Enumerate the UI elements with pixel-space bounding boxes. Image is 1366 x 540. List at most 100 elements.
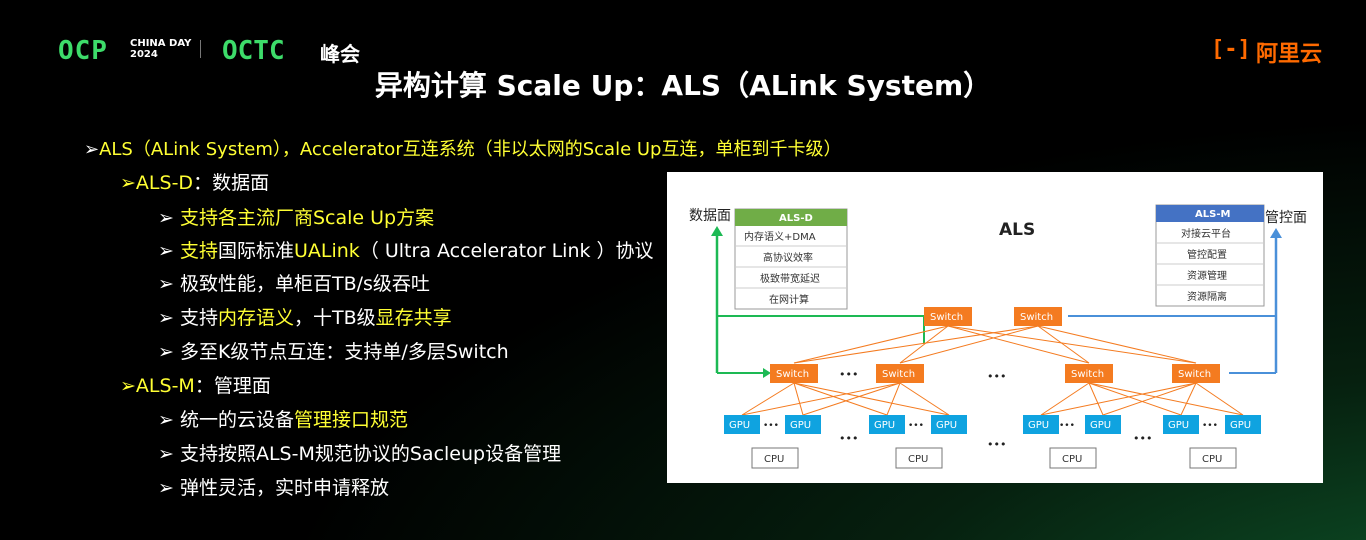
bullet-d2-b: 国际标准 [217, 240, 294, 262]
switch-label: Switch [1071, 369, 1104, 380]
als-d-row: 极致带宽延迟 [760, 272, 820, 285]
switch-label: Switch [1178, 369, 1211, 380]
cpu-label: CPU [764, 454, 784, 465]
bullet-m1-b: 管理接口规范 [293, 409, 408, 431]
arrow-head-icon [763, 368, 771, 378]
arrow-icon: ➢ [158, 409, 180, 431]
control-plane-label: 管控面 [1265, 210, 1307, 226]
bullet-als-m: ➢ALS-M：管理面 [120, 371, 271, 398]
bullet-d1: ➢ 支持各主流厂商Scale Up方案 [158, 203, 434, 230]
switch-label: Switch [776, 369, 809, 380]
octc-logo: OCTC [222, 36, 285, 66]
gpu-node [785, 415, 821, 434]
switch-label: Switch [882, 369, 915, 380]
arrow-icon: ➢ [84, 139, 100, 160]
arrow-icon: ➢ [120, 172, 136, 194]
aliyun-logo-icon: [-] [1211, 37, 1251, 62]
switch-node [924, 307, 972, 326]
gpu-node [1085, 415, 1121, 434]
cpu-label: CPU [1202, 454, 1222, 465]
gpu-node [931, 415, 967, 434]
als-m-label: ALS-M [135, 375, 195, 397]
ellipsis: ••• [1059, 421, 1075, 431]
ellipsis: ••• [839, 368, 858, 381]
ellipsis: ••• [763, 421, 779, 431]
gpu-node [1163, 415, 1199, 434]
bullet-d2: ➢ 支持国际标准UALink（ Ultra Accelerator Link ）… [158, 236, 654, 263]
als-m-row: 资源隔离 [1187, 290, 1227, 303]
bullet-als: ➢ALS（ALink System），Accelerator互连系统（非以太网的… [84, 135, 841, 161]
gpu-label: GPU [1028, 420, 1049, 431]
als-m-row: 对接云平台 [1181, 227, 1231, 240]
switch-label: Switch [1020, 312, 1053, 323]
als-d-desc: ：数据面 [193, 172, 270, 194]
bullet-d2-c: UALink [294, 240, 360, 262]
bullet-d3-text: 极致性能，单柜百TB/s级吞吐 [179, 273, 430, 295]
switch-node [770, 364, 818, 383]
cpu-node [1049, 447, 1097, 469]
arrow-head-icon [711, 226, 723, 236]
arrow-icon: ➢ [158, 443, 180, 465]
cpu-label: CPU [908, 454, 928, 465]
gpu-label: GPU [729, 420, 750, 431]
bullet-d4-b: 内存语义 [217, 307, 294, 329]
gpu-label: GPU [936, 420, 957, 431]
als-m-header [1156, 205, 1264, 222]
bullet-d4: ➢ 支持内存语义，十TB级显存共享 [158, 303, 452, 330]
bullet-d2-d: （ Ultra Accelerator Link ）协议 [359, 240, 654, 262]
ellipsis: ••• [987, 370, 1006, 383]
ocp-logo: OCP [58, 36, 108, 66]
cpu-node [751, 447, 799, 469]
als-d-row: 在网计算 [769, 293, 809, 306]
switch-label: Switch [930, 312, 963, 323]
switch-node [1065, 364, 1113, 383]
arrow-head-icon [1270, 228, 1282, 238]
arrow-icon: ➢ [158, 207, 180, 229]
als-d-header [735, 209, 847, 226]
bullet-m3-text: 弹性灵活，实时申请释放 [179, 477, 389, 499]
bullet-d5: ➢ 多至K级节点互连：支持单/多层Switch [158, 337, 509, 364]
bullet-d4-c: ，十TB级 [294, 307, 376, 329]
arrow-icon: ➢ [158, 477, 180, 499]
arrow-icon: ➢ [158, 341, 180, 363]
als-m-header-text: ALS-M [1195, 209, 1230, 220]
als-d-row: 高协议效率 [763, 251, 813, 264]
logo-divider [200, 40, 201, 58]
bullet-m2: ➢ 支持按照ALS-M规范协议的Sacleup设备管理 [158, 439, 561, 466]
als-m-row: 资源管理 [1187, 269, 1227, 282]
data-plane-label: 数据面 [689, 208, 731, 224]
als-diagram: 数据面 管控面 ALS ALS-D 内存语义+DMA 高协议效率 极致带宽延迟 … [667, 172, 1323, 483]
arrow-icon: ➢ [120, 375, 136, 397]
arrow-icon: ➢ [158, 273, 180, 295]
bullet-d5-text: 多至K级节点互连：支持单/多层Switch [179, 341, 509, 363]
bullet-d3: ➢ 极致性能，单柜百TB/s级吞吐 [158, 269, 430, 296]
switch-mesh [741, 325, 1244, 416]
bullet-m1-a: 统一的云设备 [179, 409, 294, 431]
data-plane-link [717, 315, 925, 344]
bullet-als-text: ALS（ALink System），Accelerator互连系统（非以太网的S… [99, 139, 842, 160]
cpu-label: CPU [1062, 454, 1082, 465]
arrow-icon: ➢ [158, 240, 180, 262]
als-d-label: ALS-D [135, 172, 194, 194]
gpu-label: GPU [790, 420, 811, 431]
china-day-text: CHINA DAY [130, 38, 192, 49]
diagram-title: ALS [999, 220, 1035, 240]
arrow-icon: ➢ [158, 307, 180, 329]
aliyun-logo-text: 阿里云 [1256, 42, 1323, 67]
bullet-m3: ➢ 弹性灵活，实时申请释放 [158, 473, 389, 500]
gpu-label: GPU [874, 420, 895, 431]
als-d-row: 内存语义+DMA [744, 230, 816, 243]
ellipsis: ••• [1133, 432, 1152, 445]
bullet-d4-a: 支持 [179, 307, 218, 329]
bullet-m1: ➢ 统一的云设备管理接口规范 [158, 405, 408, 432]
bullet-m2-text: 支持按照ALS-M规范协议的Sacleup设备管理 [179, 443, 562, 465]
switch-node [1172, 364, 1220, 383]
slide-title: 异构计算 Scale Up：ALS（ALink System） [374, 69, 992, 102]
als-d-header-text: ALS-D [779, 213, 813, 224]
china-day-year: 2024 [130, 49, 158, 60]
ellipsis: ••• [839, 432, 858, 445]
gpu-node [1023, 415, 1059, 434]
gpu-label: GPU [1090, 420, 1111, 431]
switch-node [1014, 307, 1062, 326]
